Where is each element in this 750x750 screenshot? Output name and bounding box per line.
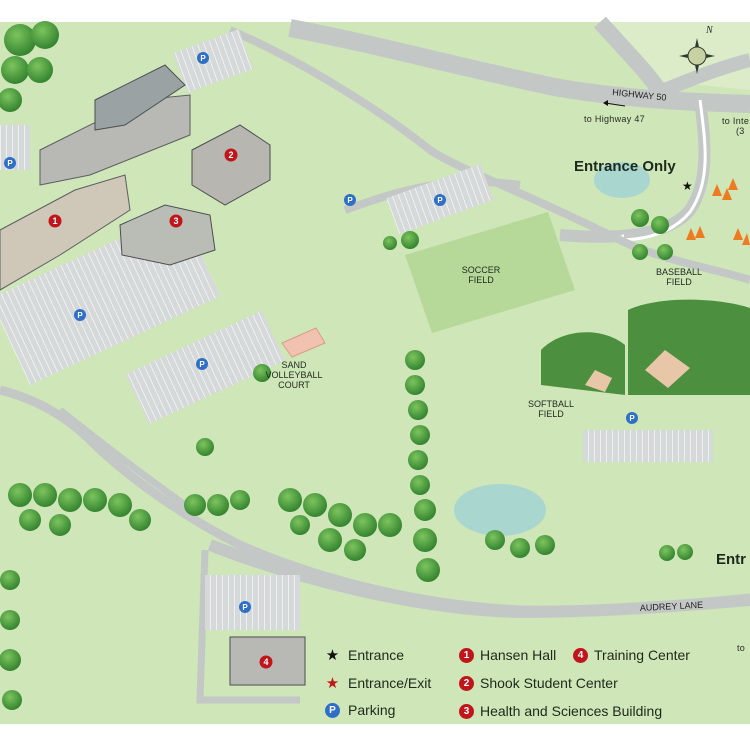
pond-south xyxy=(454,484,546,536)
softball-infield xyxy=(585,370,612,392)
soccer-field xyxy=(405,212,575,333)
baseball-field xyxy=(628,299,750,395)
softball-label-line1: SOFTBALL xyxy=(527,399,574,409)
to-interstate-text: to Inte xyxy=(722,116,750,126)
volleyball-label-line2: VOLLEYBALL xyxy=(265,369,323,380)
volleyball-label-line3: COURT xyxy=(278,379,310,390)
parking-markers xyxy=(4,52,638,613)
pond-north xyxy=(594,162,650,198)
baseball-label-line1: BASEBALL xyxy=(655,267,703,277)
parking-marker-icon: P xyxy=(199,360,205,369)
audrey-lane xyxy=(207,539,750,619)
volleyball-label-line1: SAND xyxy=(281,360,307,370)
softball-field xyxy=(541,332,625,395)
to-highway47-label: to Highway 47 xyxy=(584,114,645,124)
parking-marker-labels: P P P P P P P P xyxy=(7,54,635,612)
parking-marker-icon: P xyxy=(77,311,83,320)
parking-lot-north xyxy=(172,29,254,93)
parking-marker-icon: P xyxy=(347,196,353,205)
sand-volleyball-court xyxy=(281,327,326,358)
compass-rose-icon xyxy=(679,38,715,74)
to-interstate-label: to Inte (3 xyxy=(722,116,750,137)
tree-clusters xyxy=(0,21,693,710)
baseball-field-label: BASEBALL FIELD xyxy=(649,267,709,288)
parking-marker-icon: P xyxy=(242,603,248,612)
north-building xyxy=(94,64,186,131)
highway-50 xyxy=(288,19,750,113)
parking-marker-icon: P xyxy=(200,54,206,63)
entrance-only-callout: Entrance Only xyxy=(574,158,676,175)
to-interstate-number: (3 xyxy=(736,125,745,136)
to-right-label: to xyxy=(737,643,746,653)
building-1-badge: 1 xyxy=(52,216,57,226)
building-3-badge: 3 xyxy=(173,216,178,226)
parking-lot-baseball xyxy=(583,430,713,462)
baseball-label-line2: FIELD xyxy=(666,276,692,287)
building-2-badge: 2 xyxy=(228,150,233,160)
entrance-partial-callout: Entr xyxy=(716,551,746,568)
soccer-label-line2: FIELD xyxy=(468,274,494,285)
compass-north: N xyxy=(705,25,714,36)
highway-east-branch xyxy=(657,53,750,99)
to-highway47-arrow xyxy=(604,102,626,107)
shook-student-center xyxy=(191,124,271,206)
parking-marker-icon: P xyxy=(7,159,13,168)
north-east-field xyxy=(500,22,750,90)
west-road xyxy=(57,407,188,508)
entrance-arrow-route xyxy=(617,99,707,242)
training-center-drive xyxy=(196,549,300,704)
audrey-lane-label: AUDREY LANE xyxy=(640,600,704,613)
traffic-cones xyxy=(686,178,750,245)
hansen-hall xyxy=(0,174,131,291)
soccer-label-line1: SOCCER xyxy=(461,265,501,275)
softball-field-label: SOFTBALL FIELD xyxy=(520,399,582,420)
building-badges: 1 2 3 4 xyxy=(48,148,273,669)
sand-volleyball-label: SAND VOLLEYBALL COURT xyxy=(252,360,336,391)
soccer-field-label: SOCCER FIELD xyxy=(456,265,506,286)
parking-marker-icon: P xyxy=(629,414,635,423)
health-sciences-building xyxy=(119,204,216,266)
entrance-star-icon: ★ xyxy=(682,179,693,193)
parking-lot-training xyxy=(205,575,300,630)
building-4-badge: 4 xyxy=(263,657,268,667)
softball-label-line2: FIELD xyxy=(538,408,564,419)
parking-marker-icon: P xyxy=(437,196,443,205)
highway-north-branch xyxy=(594,16,667,97)
baseball-infield xyxy=(645,350,690,388)
